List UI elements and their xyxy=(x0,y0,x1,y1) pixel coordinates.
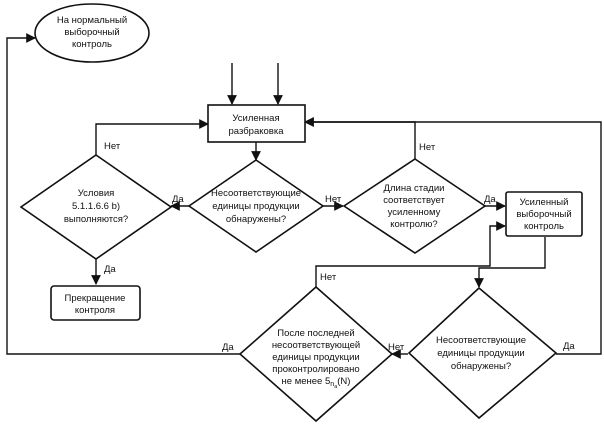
formula-sub-n: n xyxy=(330,381,334,388)
node-after-last-text: После последней несоответствующей единиц… xyxy=(272,328,360,390)
label-nonconf-top-no: Нет xyxy=(325,194,342,205)
node-text-formula: не менее 5na(N) xyxy=(282,376,351,390)
connector-afterlast-no xyxy=(315,221,506,287)
node-text-line: контролю? xyxy=(390,219,437,230)
node-stage-length-diamond xyxy=(342,158,487,254)
connector-conditions-no xyxy=(95,119,209,155)
node-tightened-sampling xyxy=(505,191,583,237)
node-text-line: соответствует xyxy=(383,195,445,206)
node-text-line: контроль xyxy=(72,39,112,50)
node-text-line: выборочный xyxy=(64,27,119,38)
branch-labels: Нет Да Нет Да Нет Да Нет Да Нет Да xyxy=(104,141,575,353)
node-text-line: обнаружены? xyxy=(226,214,286,225)
node-normal-text: На нормальный выборочный контроль xyxy=(57,15,127,50)
node-text-line: Усиленный xyxy=(520,197,569,208)
formula-suffix: (N) xyxy=(337,376,350,387)
node-text-line: обнаружены? xyxy=(451,361,511,372)
connector-nonconf-bottom-yes xyxy=(304,117,602,355)
node-nonconf-bottom-diamond xyxy=(407,286,558,420)
connector-sampling-to-nonconf xyxy=(474,237,546,288)
node-text-line: усиленному xyxy=(388,207,441,218)
node-text-line: Прекращение xyxy=(65,293,126,304)
node-text-line: Несоответствующие xyxy=(436,335,526,346)
node-stage-length-text: Длина стадии соответствует усиленному ко… xyxy=(383,183,445,230)
node-sorting-text: Усиленная разбраковка xyxy=(229,113,285,137)
node-after-last-diamond xyxy=(238,285,394,423)
node-text-line: Усиленная xyxy=(232,113,279,124)
node-sampling-text: Усиленный выборочный контроль xyxy=(516,197,571,232)
label-stage-no: Нет xyxy=(419,142,436,153)
node-text-line: единицы продукции xyxy=(272,352,359,363)
label-conditions-no: Нет xyxy=(104,141,121,152)
label-afterlast-yes: Да xyxy=(222,342,234,353)
node-text-line: единицы продукции xyxy=(437,348,524,359)
node-text-line: контроль xyxy=(524,221,564,232)
connector-to-normal xyxy=(6,33,240,355)
formula-sub-a: a xyxy=(334,384,338,390)
label-conditions-yes: Да xyxy=(104,264,116,275)
node-text-line: несоответствующей xyxy=(272,340,360,351)
label-stage-yes: Да xyxy=(484,194,496,205)
node-text-line: выполняются? xyxy=(64,214,128,225)
node-conditions-diamond xyxy=(19,154,173,260)
node-text-line: 5.1.1.6.6 b) xyxy=(72,201,120,212)
node-text-line: Несоответствующие xyxy=(211,188,301,199)
node-nonconf-top-text: Несоответствующие единицы продукции обна… xyxy=(211,188,301,225)
node-nonconf-top-diamond xyxy=(187,159,325,253)
label-afterlast-no: Нет xyxy=(320,272,337,283)
node-text-line: Длина стадии xyxy=(384,183,445,194)
node-text-line: На нормальный xyxy=(57,15,127,26)
connectors xyxy=(6,33,602,359)
label-nonconf-bottom-no: Нет xyxy=(388,342,405,353)
node-text-line: выборочный xyxy=(516,209,571,220)
node-text-line: разбраковка xyxy=(229,126,285,137)
connector-stage-no xyxy=(304,117,416,159)
node-nonconf-bottom-text: Несоответствующие единицы продукции обна… xyxy=(436,335,526,372)
formula-prefix: не менее 5 xyxy=(282,376,331,387)
node-tightened-sorting xyxy=(207,104,306,143)
node-stop-text: Прекращение контроля xyxy=(65,293,126,316)
node-text-line: Условия xyxy=(78,188,115,199)
node-text-line: единицы продукции xyxy=(212,201,299,212)
label-nonconf-bottom-yes: Да xyxy=(563,341,575,352)
label-nonconf-top-yes: Да xyxy=(172,194,184,205)
node-text-line: проконтролировано xyxy=(272,364,359,375)
node-text-line: После последней xyxy=(277,328,355,339)
node-text-line: контроля xyxy=(75,305,115,316)
node-normal-control xyxy=(34,3,150,63)
node-conditions-text: Условия 5.1.1.6.6 b) выполняются? xyxy=(64,188,128,225)
node-stop-control xyxy=(50,285,141,321)
